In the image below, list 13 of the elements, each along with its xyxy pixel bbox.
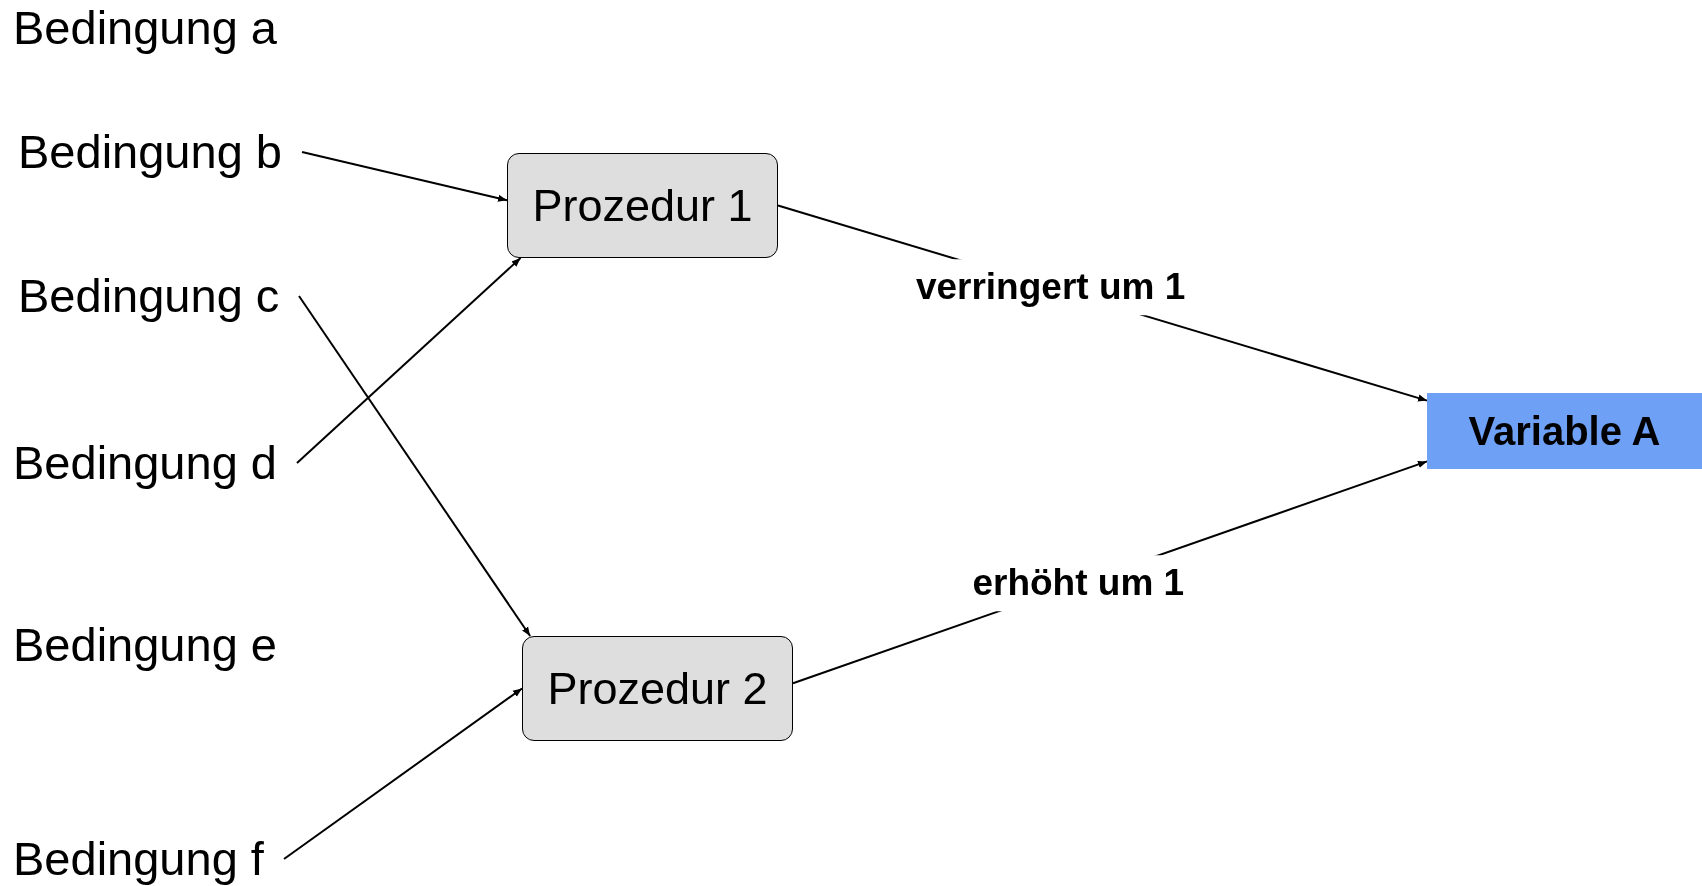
variable-box: Variable A	[1427, 393, 1702, 469]
condition-text: Bedingung f	[13, 833, 284, 885]
arrow	[298, 295, 532, 637]
arrow	[283, 687, 523, 860]
arrow	[296, 257, 522, 464]
condition-text: Bedingung e	[13, 619, 297, 671]
process-box: Prozedur 1	[507, 153, 778, 258]
process-box: Prozedur 2	[522, 636, 793, 741]
arrow	[301, 151, 508, 202]
condition-text: Bedingung d	[13, 437, 297, 489]
condition-text: Bedingung a	[13, 2, 297, 54]
condition-text: Bedingung c	[18, 270, 300, 322]
condition-text: Bedingung b	[18, 126, 302, 178]
